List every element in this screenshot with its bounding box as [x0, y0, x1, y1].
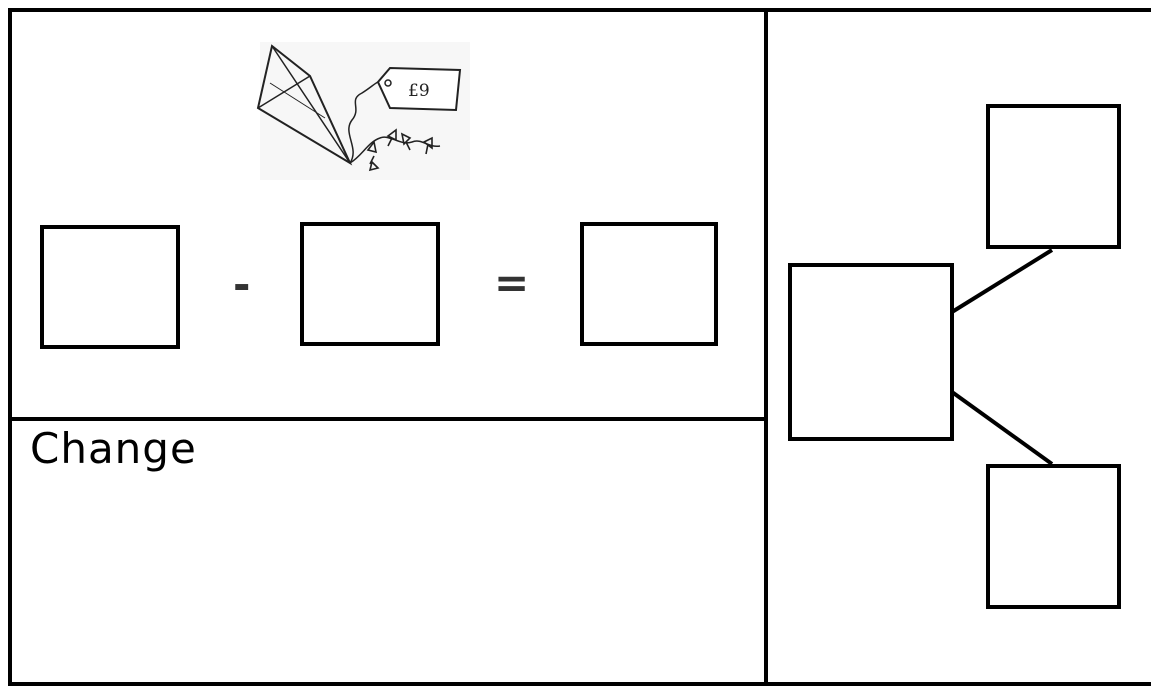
equals-sign: =: [494, 262, 529, 304]
minus-sign: -: [233, 264, 250, 306]
answer-box-subtrahend[interactable]: [300, 222, 440, 346]
part-box-bottom[interactable]: [986, 464, 1121, 609]
change-label: Change: [30, 424, 197, 473]
answer-box-minuend[interactable]: [40, 225, 180, 349]
price-label: £9: [408, 81, 430, 101]
price-tag: £9: [378, 68, 460, 110]
whole-box[interactable]: [788, 263, 954, 441]
part-box-top[interactable]: [986, 104, 1121, 249]
kite-icon: £9: [250, 38, 480, 183]
answer-box-difference[interactable]: [580, 222, 718, 346]
